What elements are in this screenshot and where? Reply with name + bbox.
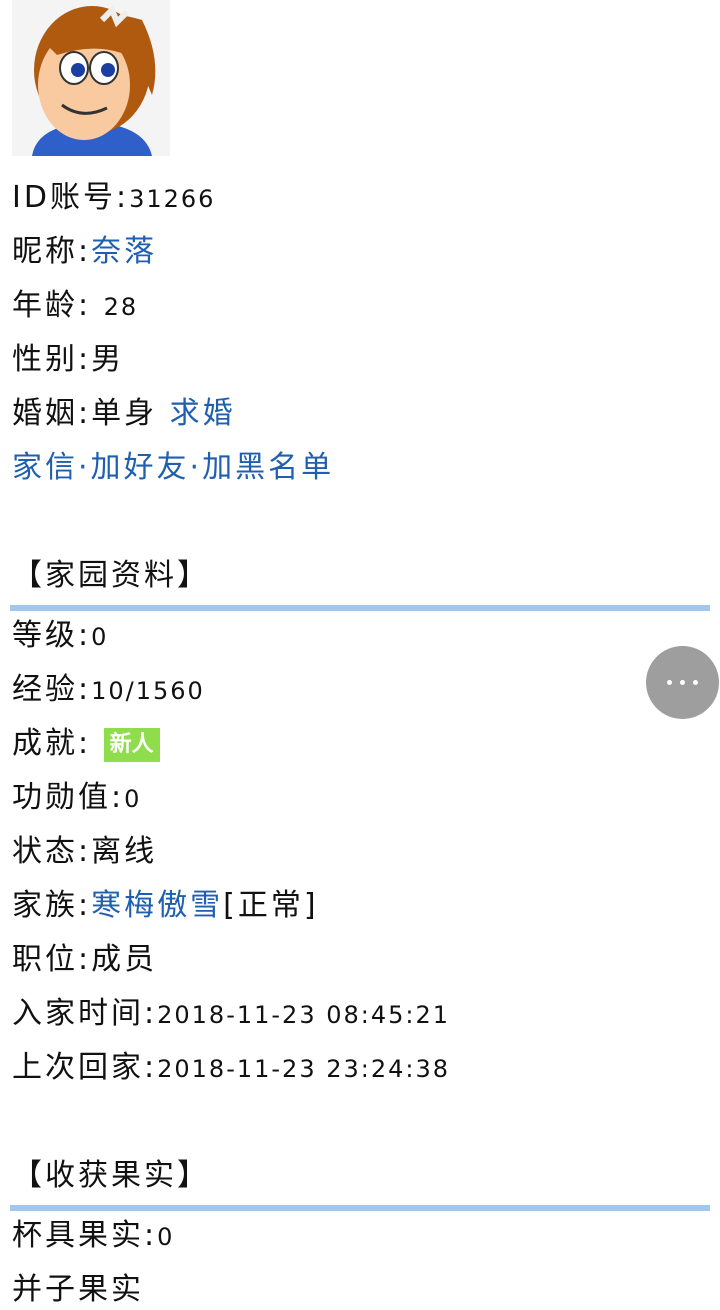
position-row: 职位:成员 — [12, 940, 157, 980]
gender-value: 男 — [91, 342, 125, 377]
next-fruit-row: 并子果实 — [12, 1272, 144, 1307]
home-section-title: 【家园资料】 — [12, 558, 210, 593]
nick-link[interactable]: 奈落 — [91, 234, 158, 269]
propose-link[interactable]: 求婚 — [169, 396, 236, 431]
exp-row: 经验:10/1560 — [12, 670, 205, 710]
more-button[interactable] — [646, 646, 719, 719]
marriage-label: 婚姻: — [12, 396, 92, 431]
achievement-row: 成就: 新人 — [12, 724, 160, 764]
position-label: 职位: — [12, 942, 92, 977]
gender-row: 性别:男 — [12, 340, 124, 380]
nick-label: 昵称: — [12, 234, 92, 269]
merit-value: 0 — [124, 785, 142, 813]
age-value: 28 — [103, 293, 139, 321]
id-row: ID账号:31266 — [12, 178, 215, 218]
section-separator — [10, 605, 710, 611]
last-home-label: 上次回家: — [12, 1050, 158, 1085]
merit-row: 功勋值:0 — [12, 778, 141, 818]
id-label: ID账号: — [12, 180, 130, 215]
cup-fruit-label: 杯具果实: — [12, 1218, 158, 1253]
id-value: 31266 — [129, 185, 216, 213]
section-separator — [10, 1205, 710, 1211]
achievement-badge: 新人 — [103, 727, 160, 762]
exp-value: 10/1560 — [91, 677, 205, 705]
blacklist-link[interactable]: 加黑名单 — [202, 450, 335, 485]
level-value: 0 — [91, 623, 109, 651]
status-label: 状态: — [12, 834, 92, 869]
join-time-label: 入家时间: — [12, 996, 158, 1031]
clan-state: [正常] — [223, 888, 319, 923]
achievement-label: 成就: — [12, 726, 92, 761]
last-home-row: 上次回家:2018-11-23 23:24:38 — [12, 1048, 450, 1088]
age-label: 年龄: — [12, 288, 92, 323]
clan-row: 家族:寒梅傲雪[正常] — [12, 886, 319, 926]
nick-row: 昵称:奈落 — [12, 232, 157, 272]
join-time-value: 2018-11-23 08:45:21 — [157, 1001, 451, 1029]
cup-fruit-value: 0 — [157, 1223, 175, 1251]
status-value: 离线 — [91, 834, 158, 869]
level-row: 等级:0 — [12, 616, 108, 656]
status-row: 状态:离线 — [12, 832, 157, 872]
merit-label: 功勋值: — [12, 780, 125, 815]
clan-link[interactable]: 寒梅傲雪 — [91, 888, 224, 923]
avatar — [12, 0, 170, 156]
age-row: 年龄: 28 — [12, 286, 138, 326]
add-friend-link[interactable]: 加好友 — [90, 450, 190, 485]
gender-label: 性别: — [12, 342, 92, 377]
exp-label: 经验: — [12, 672, 92, 707]
harvest-section-title: 【收获果实】 — [12, 1158, 210, 1193]
letter-link[interactable]: 家信 — [12, 450, 78, 485]
dot-icon — [667, 680, 672, 685]
actions-row: 家信·加好友·加黑名单 — [12, 450, 335, 485]
clan-label: 家族: — [12, 888, 92, 923]
marriage-value: 单身 — [91, 396, 158, 431]
marriage-row: 婚姻:单身 求婚 — [12, 394, 236, 434]
position-value: 成员 — [91, 942, 158, 977]
level-label: 等级: — [12, 618, 92, 653]
dot-icon — [693, 680, 698, 685]
dot-icon — [680, 680, 685, 685]
last-home-value: 2018-11-23 23:24:38 — [157, 1055, 451, 1083]
join-time-row: 入家时间:2018-11-23 08:45:21 — [12, 994, 450, 1034]
cup-fruit-row: 杯具果实:0 — [12, 1216, 174, 1256]
